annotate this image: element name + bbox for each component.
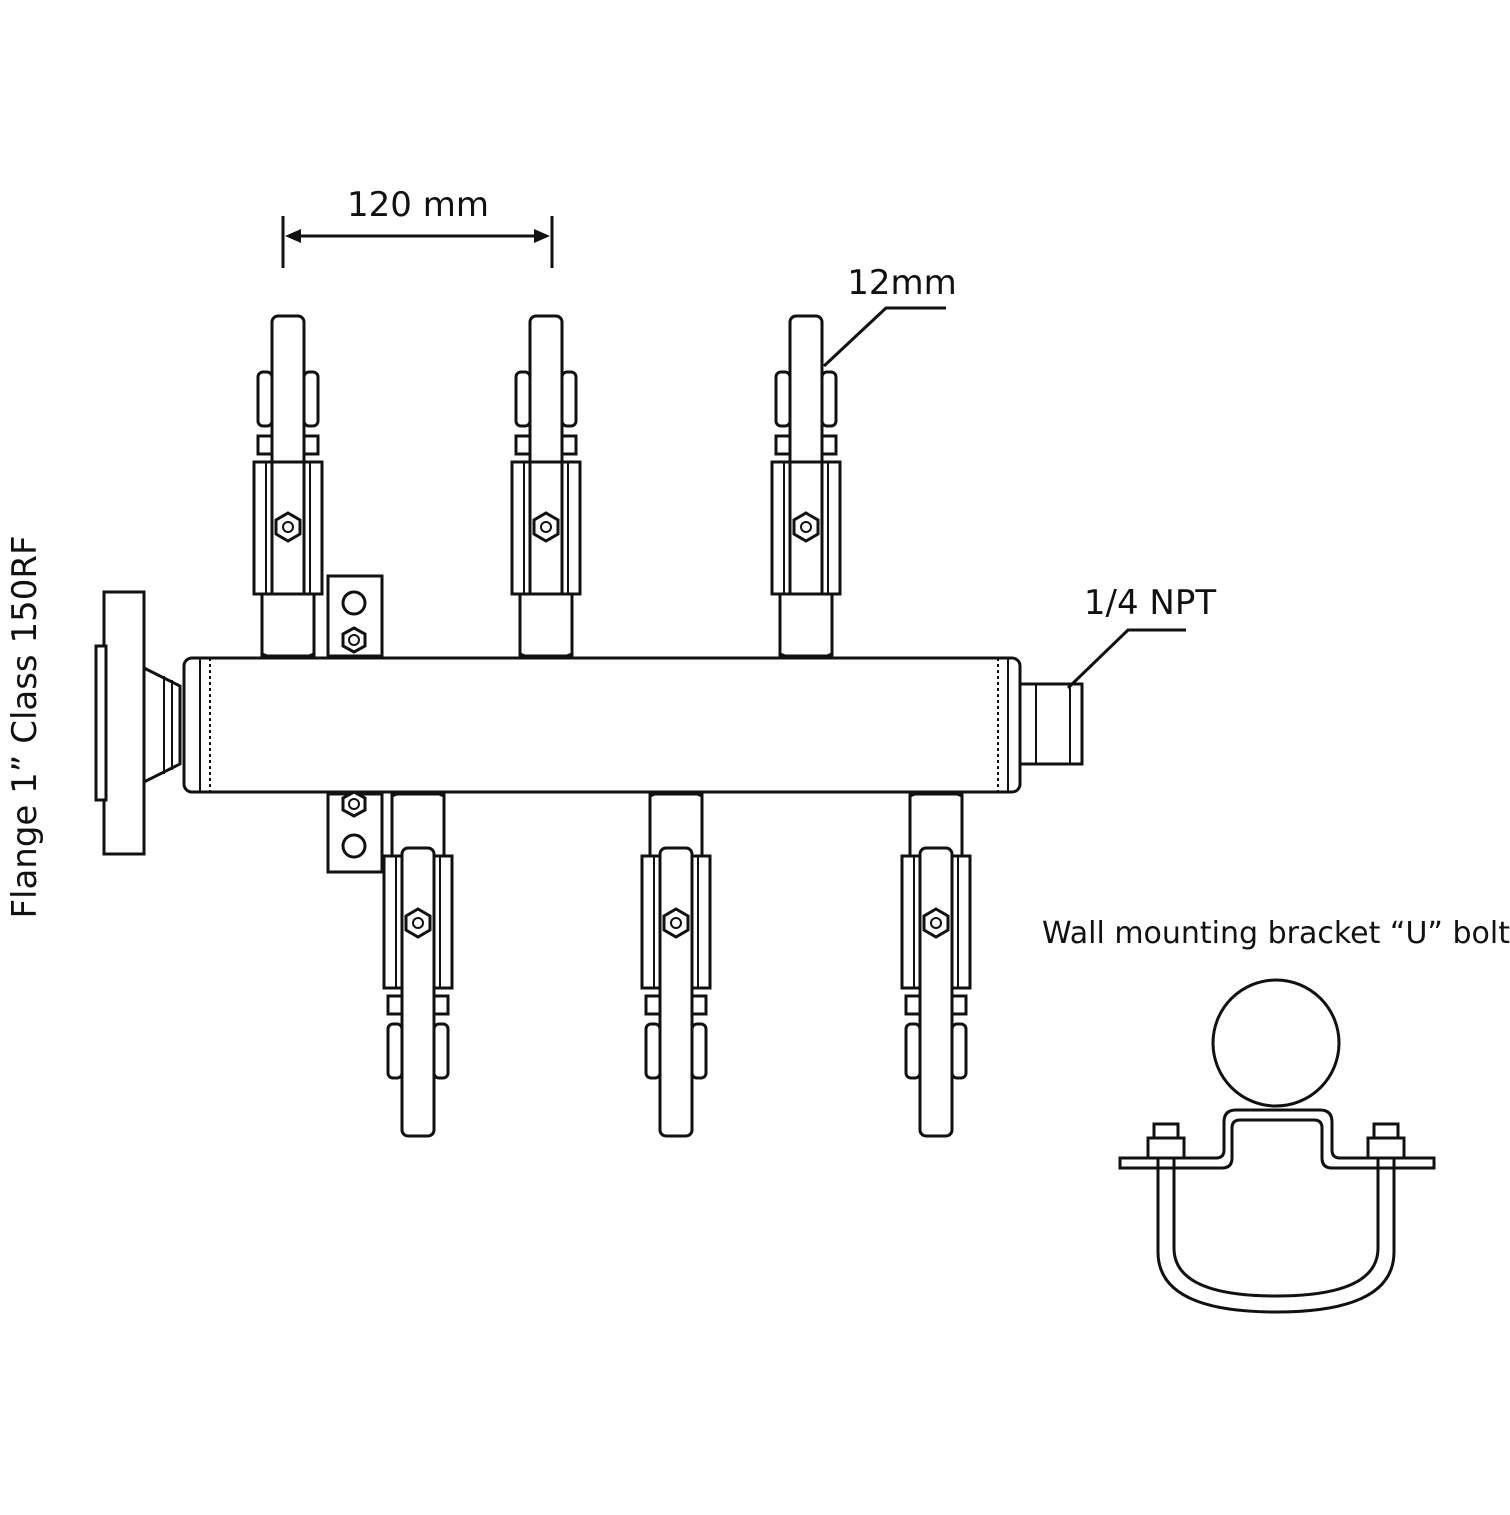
bottom-valve-2 — [640, 788, 712, 1138]
npt-outlet — [1018, 682, 1084, 766]
flange — [94, 590, 182, 856]
flange-label: Flange 1” Class 150RF — [5, 535, 45, 918]
spacing-dimension: 120 mm — [281, 185, 554, 268]
top-valve-2 — [510, 314, 582, 662]
top-valve-1 — [252, 314, 324, 662]
bracket-label: Wall mounting bracket “U” bolt — [1042, 916, 1510, 951]
pipe-section — [1211, 978, 1341, 1108]
mounting-plate-bottom — [326, 790, 384, 874]
manifold-body — [182, 656, 1022, 794]
tube-size-callout: 12mm — [822, 263, 957, 368]
tube-size-label: 12mm — [847, 263, 957, 303]
spacing-label: 120 mm — [347, 185, 489, 225]
bottom-valve-1 — [382, 788, 454, 1138]
u-bolt-bracket — [1118, 978, 1436, 1314]
outlet-label: 1/4 NPT — [1084, 583, 1216, 623]
outlet-callout: 1/4 NPT — [1066, 583, 1216, 690]
bottom-valve-3 — [900, 788, 972, 1138]
mounting-plate-top — [326, 574, 384, 658]
top-valve-3 — [770, 314, 842, 662]
